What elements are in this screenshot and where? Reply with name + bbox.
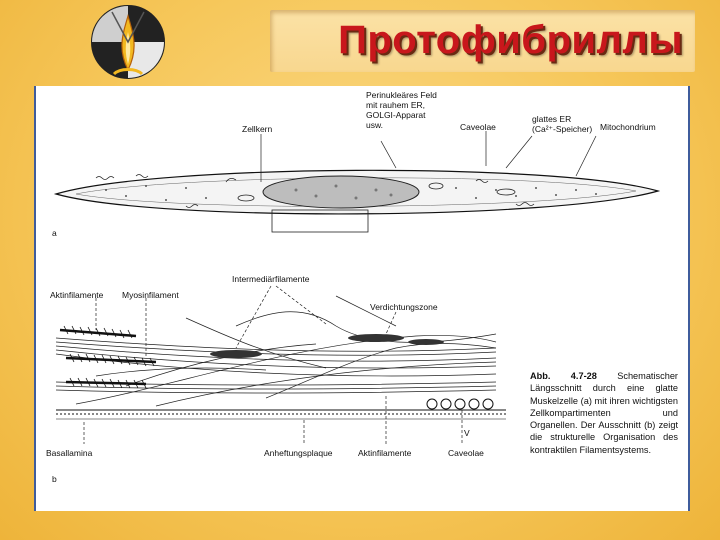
histology-figure: Zellkern Perinukleäres Feld mit rauhem E… bbox=[34, 86, 690, 511]
caption-text: Schematischer Längsschnitt durch eine gl… bbox=[530, 371, 678, 455]
label-intermediarfilamente: Intermediärfilamente bbox=[232, 274, 309, 284]
label-anheftungsplaque: Anheftungsplaque bbox=[264, 448, 333, 458]
label-aktinfilamente-bottom: Aktinfilamente bbox=[358, 448, 411, 458]
figure-caption: Abb. 4.7-28 Schematischer Längsschnitt d… bbox=[530, 370, 678, 456]
filament-bundle bbox=[56, 296, 496, 406]
title-bar: Протофибриллы bbox=[270, 10, 695, 72]
label-myosinfilament: Myosinfilament bbox=[122, 290, 179, 300]
label-basallamina: Basallamina bbox=[46, 448, 92, 458]
label-verdichtungszone: Verdichtungszone bbox=[370, 302, 438, 312]
panel-b-label: b bbox=[52, 474, 57, 484]
panel-a-label: a bbox=[52, 228, 57, 238]
label-aktinfilamente-top: Aktinfilamente bbox=[50, 290, 103, 300]
university-logo bbox=[88, 2, 168, 82]
myosin-filaments bbox=[60, 330, 156, 384]
label-mitochondrium: Mitochondrium bbox=[600, 122, 656, 132]
label-v: V bbox=[464, 428, 470, 438]
label-caveolae-bottom: Caveolae bbox=[448, 448, 484, 458]
caveolae-loops bbox=[427, 399, 493, 409]
label-caveolae-top: Caveolae bbox=[460, 122, 496, 132]
caption-ref: Abb. 4.7-28 bbox=[530, 371, 597, 381]
label-zellkern: Zellkern bbox=[242, 124, 272, 134]
slide-title: Протофибриллы bbox=[338, 18, 683, 63]
label-perinuclear-field: Perinukleäres Feld mit rauhem ER, GOLGI-… bbox=[366, 90, 437, 130]
cell-membrane bbox=[56, 410, 506, 419]
label-glattes-er: glattes ER (Ca²⁺-Speicher) bbox=[532, 114, 592, 134]
nucleus bbox=[263, 176, 419, 208]
